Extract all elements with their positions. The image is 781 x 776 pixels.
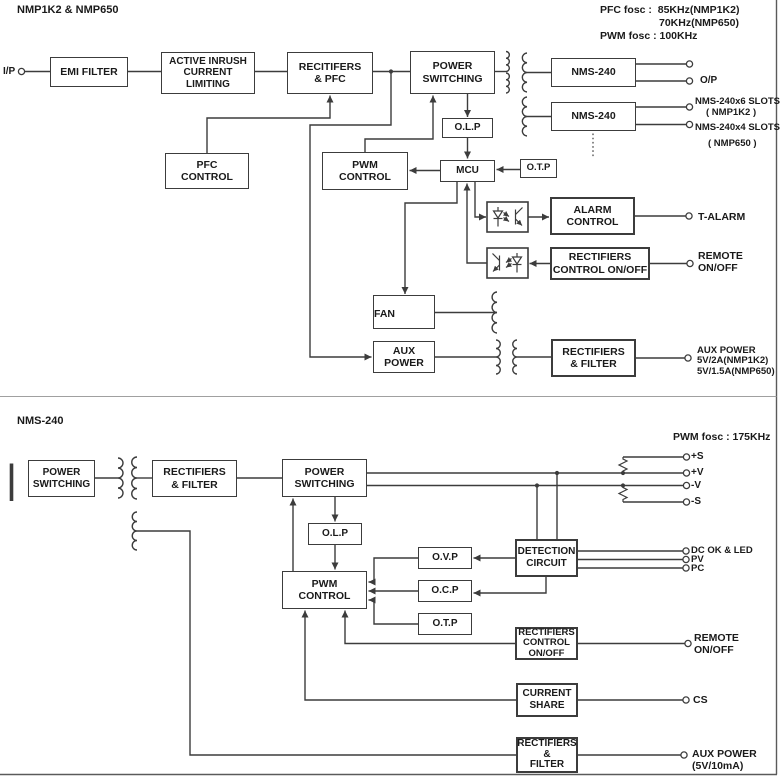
terminal-plus-v <box>682 469 691 477</box>
junction-dots-bottom <box>534 470 626 488</box>
terminal-remote-b <box>684 639 692 648</box>
fan-winding-coil-icon <box>491 291 498 334</box>
terminal-label-op: O/P <box>700 75 718 86</box>
optocoupler-remote <box>486 247 529 279</box>
block-rectifiers-filter-main: RECTIFIERS & FILTER <box>152 460 237 497</box>
block-detection-circuit: DETECTION CIRCUIT <box>515 539 578 577</box>
terminal-aux-power <box>684 354 692 362</box>
pwm-fosc-annotation: PWM fosc : 100KHz <box>600 29 698 42</box>
terminal-slot-b <box>685 120 694 129</box>
block-rectifiers-control-bottom: RECTIFIERS CONTROL ON/OFF <box>515 627 578 660</box>
terminal-dc-ok <box>682 547 690 555</box>
block-fan: FAN <box>373 295 435 329</box>
pfc-fosc-annotation: PFC fosc : 85KHz(NMP1K2) <box>600 4 740 16</box>
terminal-op-minus <box>685 77 694 85</box>
slots-note-2: NMS-240x4 SLOTS <box>695 122 780 133</box>
block-rectifiers-pfc: RECITIFERS & PFC <box>287 52 373 94</box>
block-olp-top: O.L.P <box>442 118 493 138</box>
slots-note-1-model: ( NMP1K2 ) <box>706 106 757 118</box>
terminal-cs <box>682 696 690 704</box>
terminal-label-plus-s: +S <box>691 451 704 462</box>
terminal-label-minus-v: -V <box>691 479 701 491</box>
block-power-switching-primary: POWER SWITCHING <box>28 460 95 497</box>
terminal-label-pv: PV <box>691 554 704 565</box>
slots-note-1: NMS-240x6 SLOTS <box>695 95 780 107</box>
block-pwm-control-bottom: PWM CONTROL <box>282 571 367 609</box>
terminal-label-pc: PC <box>691 563 705 574</box>
terminal-ip <box>17 67 26 76</box>
terminal-label-aux-bottom: AUX POWER (5V/10mA) <box>692 747 757 773</box>
block-rectifiers-control-top: RECTIFIERS CONTROL ON/OFF <box>550 247 650 280</box>
pfc-fosc-annotation-2: 70KHz(NMP650) <box>659 16 739 29</box>
terminal-label-aux-top: AUX POWER 5V/2A(NMP1K2) 5V/1.5A(NMP650) <box>697 345 775 377</box>
terminal-minus-v <box>682 481 691 490</box>
block-aux-power: AUX POWER <box>373 341 435 373</box>
block-current-share: CURRENT SHARE <box>516 683 578 717</box>
terminals-top <box>17 60 694 362</box>
block-active-inrush: ACTIVE INRUSH CURRENT LIMITING <box>161 52 255 94</box>
block-power-switching-secondary: POWER SWITCHING <box>282 459 367 497</box>
block-nms240-slot-1: NMS-240 <box>551 58 636 87</box>
block-alarm-control: ALARM CONTROL <box>550 197 635 235</box>
aux-secondary-coil-icon <box>512 339 518 375</box>
terminal-pv <box>682 555 690 564</box>
block-ocp: O.C.P <box>418 580 472 602</box>
resistor-icon <box>617 457 629 473</box>
terminal-slot-a <box>685 103 694 111</box>
block-rectifiers-filter-aux: RECTIFIERS & FILTER <box>516 737 578 773</box>
block-emi-filter: EMI FILTER <box>50 57 128 87</box>
terminal-label-dc-ok: DC OK & LED <box>691 544 753 556</box>
pwm-fosc-annotation-b: PWM fosc : 175KHz <box>673 430 771 443</box>
main-primary-coil-icon <box>505 72 510 94</box>
slots-note-2-model: ( NMP650 ) <box>708 138 757 149</box>
terminal-plus-s <box>682 453 691 461</box>
top-section-title: NMP1K2 & NMP650 <box>17 4 119 16</box>
wires-bottom <box>9 456 685 756</box>
main-primary-coil-icon <box>505 50 510 73</box>
resistor-icon <box>617 485 629 502</box>
block-ovp: O.V.P <box>418 547 472 569</box>
sense-resistors <box>617 457 629 502</box>
block-otp-bottom: O.T.P <box>418 613 472 635</box>
secondary-coil-icon <box>131 456 138 500</box>
terminal-pc <box>682 564 690 572</box>
block-power-switching-top: POWER SWITCHING <box>410 51 495 94</box>
terminal-label-minus-s: -S <box>691 496 701 507</box>
block-pfc-control: PFC CONTROL <box>165 153 249 189</box>
optocoupler-icon <box>492 253 523 273</box>
aux-primary-coil-icon <box>495 339 501 375</box>
junction-dot <box>388 69 394 74</box>
aux-pickup-coil-icon <box>131 511 138 551</box>
wires-top <box>24 63 687 361</box>
terminal-aux-b <box>680 751 688 759</box>
transformer-coils-bottom <box>117 456 138 551</box>
terminals-bottom <box>680 453 692 759</box>
block-otp-top: O.T.P <box>520 159 557 178</box>
block-mcu: MCU <box>440 160 495 182</box>
terminal-op-plus <box>685 60 694 68</box>
terminal-label-remote-top: REMOTE ON/OFF <box>698 249 743 275</box>
optocoupler-icon <box>492 207 523 227</box>
block-rectifiers-filter-top: RECTIFIERS & FILTER <box>551 339 636 377</box>
block-olp-bottom: O.L.P <box>308 523 362 545</box>
terminal-label-remote-bottom: REMOTE ON/OFF <box>694 631 739 657</box>
main-secondary-coil-icon <box>521 52 528 93</box>
optocoupler-alarm <box>486 201 529 233</box>
terminal-label-ip: I/P <box>3 65 16 77</box>
terminal-label-plus-v: +V <box>691 467 704 478</box>
bottom-section-title: NMS-240 <box>17 415 64 427</box>
primary-coil-icon <box>117 457 124 499</box>
block-nms240-slot-2: NMS-240 <box>551 102 636 131</box>
terminal-t-alarm <box>685 212 693 220</box>
terminal-remote <box>686 259 694 268</box>
terminal-minus-s <box>682 498 691 506</box>
terminal-label-cs: CS <box>693 694 708 706</box>
main-secondary-coil-icon <box>521 96 528 137</box>
transformer-coils-top <box>491 50 528 375</box>
terminal-label-t-alarm: T-ALARM <box>698 210 746 223</box>
block-pwm-control-top: PWM CONTROL <box>322 152 408 190</box>
